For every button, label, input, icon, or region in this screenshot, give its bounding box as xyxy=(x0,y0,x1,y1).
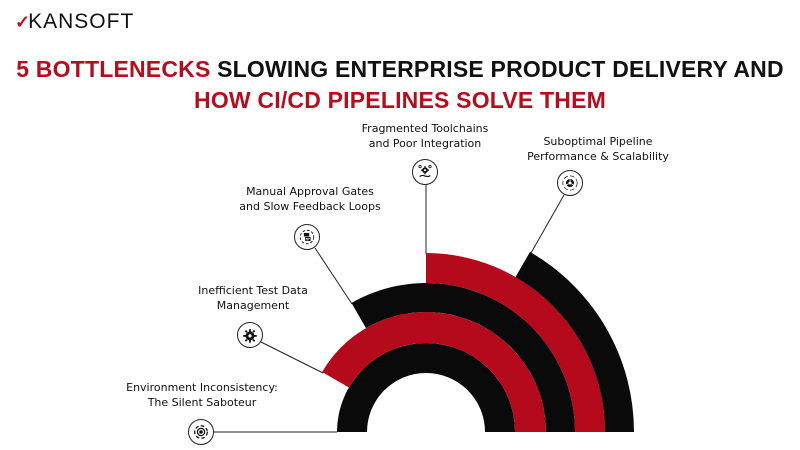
chat-cycle-icon xyxy=(294,224,320,250)
label-line-1: Inefficient Test Data xyxy=(198,284,308,297)
ring-2-test-data xyxy=(322,312,546,432)
bottleneck-label-environment: Environment Inconsistency: The Silent Sa… xyxy=(118,380,286,410)
connector-pipeline xyxy=(530,194,565,254)
target-icon xyxy=(188,419,214,445)
title-text: SLOWING ENTERPRISE PRODUCT DELIVERY AND xyxy=(210,56,784,82)
ring-5-pipeline xyxy=(515,251,634,432)
label-line-2: and Slow Feedback Loops xyxy=(239,200,381,213)
logo-text: KANSOFT xyxy=(28,10,135,33)
ring-1-environment xyxy=(337,343,515,432)
kansoft-logo: ✓ KANSOFT xyxy=(15,10,134,34)
title-highlight: 5 BOTTLENECKS xyxy=(16,56,211,82)
label-line-1: Environment Inconsistency: xyxy=(126,381,278,394)
label-line-2: Performance & Scalability xyxy=(527,150,669,163)
label-line-1: Suboptimal Pipeline xyxy=(543,135,653,148)
label-line-1: Fragmented Toolchains xyxy=(361,122,489,135)
label-line-2: The Silent Saboteur xyxy=(147,396,257,409)
connector-manual-approval xyxy=(314,247,353,305)
label-line-2: Management xyxy=(216,299,290,312)
label-line-1: Manual Approval Gates xyxy=(246,185,374,198)
bottleneck-label-toolchains: Fragmented Toolchains and Poor Integrati… xyxy=(350,121,500,151)
page-title-line-1: 5 BOTTLENECKS SLOWING ENTERPRISE PRODUCT… xyxy=(0,54,800,84)
pipeline-speed-icon xyxy=(557,170,583,196)
ring-4-toolchains xyxy=(426,253,605,432)
gear-icon xyxy=(237,322,263,348)
ring-3-manual-approval xyxy=(351,283,575,432)
bottleneck-label-test-data: Inefficient Test Data Management xyxy=(180,283,326,313)
checkmark-icon: ✓ xyxy=(15,11,32,32)
bottleneck-label-manual-approval: Manual Approval Gates and Slow Feedback … xyxy=(226,184,394,214)
gear-hand-icon xyxy=(412,159,438,185)
page-title-line-2: HOW CI/CD PIPELINES SOLVE THEM xyxy=(194,87,606,113)
bottleneck-label-pipeline: Suboptimal Pipeline Performance & Scalab… xyxy=(510,134,686,164)
label-line-2: and Poor Integration xyxy=(368,137,482,150)
connector-test-data xyxy=(260,341,324,374)
